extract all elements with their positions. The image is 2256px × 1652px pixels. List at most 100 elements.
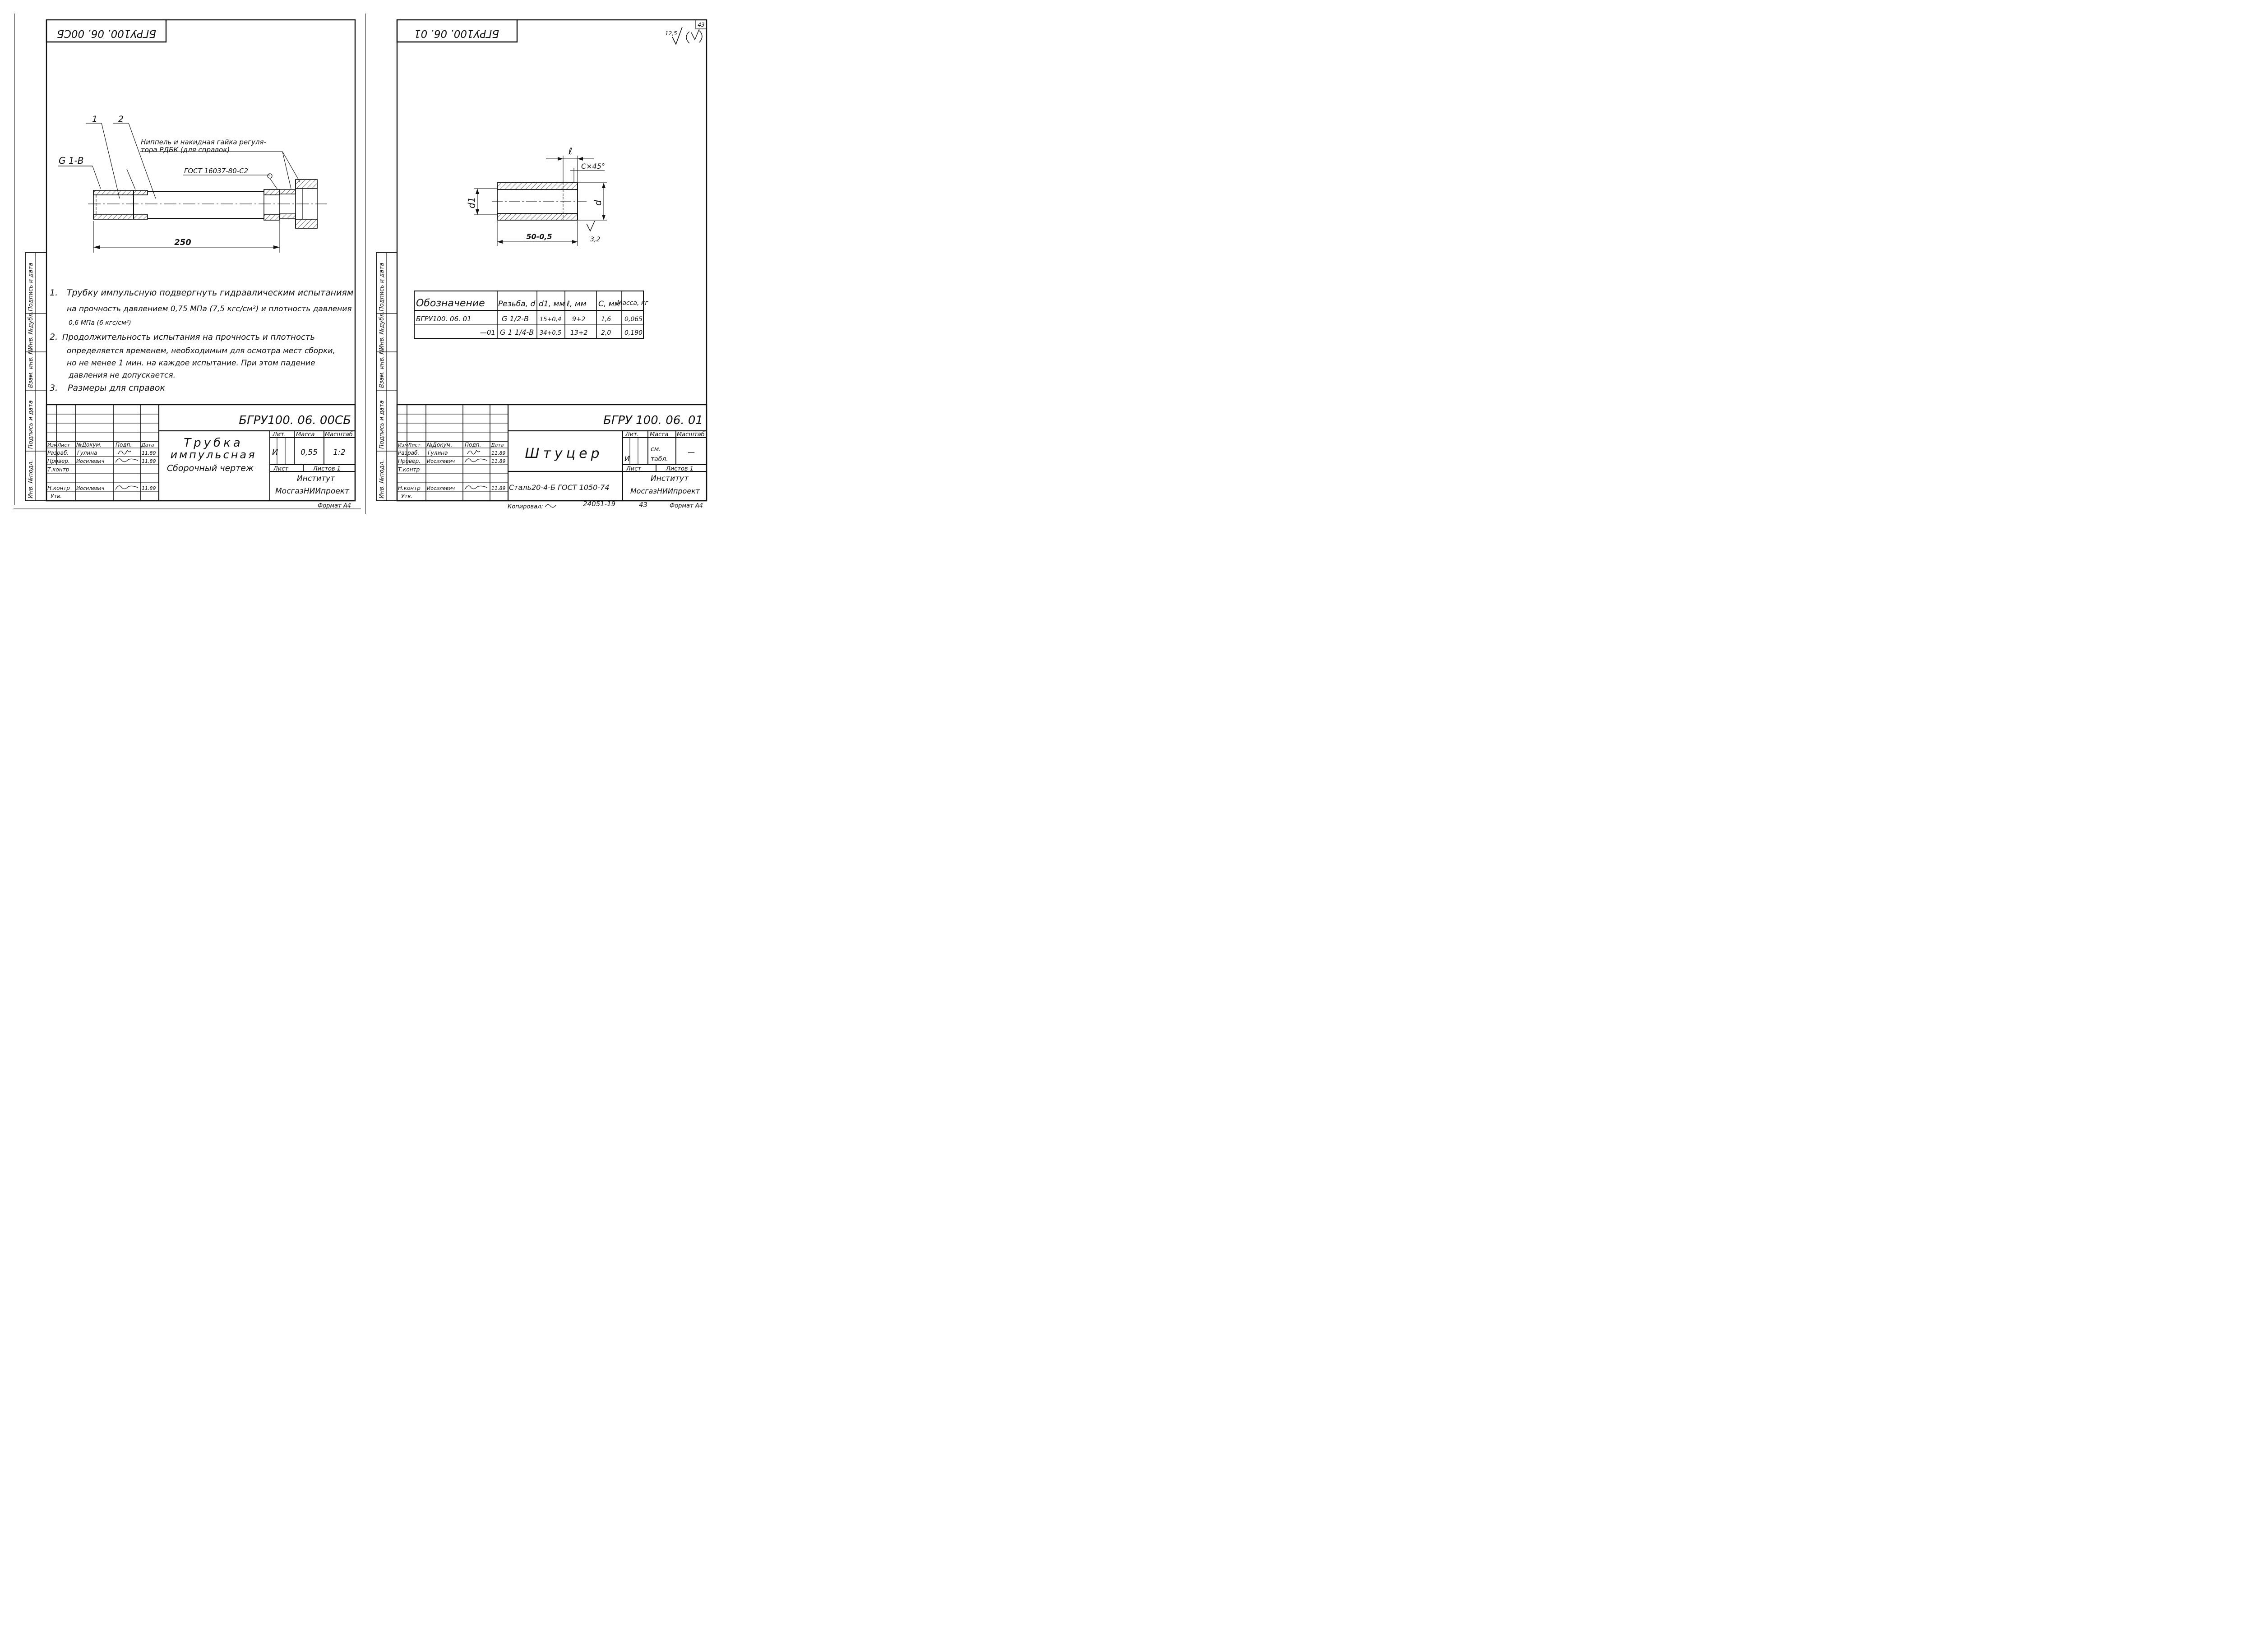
left-tb-signature-razrab [118,449,131,455]
right-tb-head-data: Дата [490,442,504,448]
left-tb-head-podp: Подп. [116,442,132,448]
right-tb-org-line2: МосгазНИИпроект [630,487,700,495]
left-format-label: Формат А4 [318,503,351,509]
right-tb-role-nkontr: Н.контр [398,485,421,491]
table-row-2-thread: G 1 1/4-B [500,328,534,337]
left-tb-list-label: Лист [273,466,288,472]
table-header-c: C, мм [598,300,620,309]
left-tb-masshtab-label: Масштаб [325,431,353,438]
left-tb-name-line2: импульсная [170,448,256,461]
technical-notes: 1. Трубку импульсную подвергнуть гидравл… [50,288,353,393]
right-bottom-page: 43 [639,501,647,509]
table-row-2-l: 13+2 [570,329,588,337]
right-tb-material: Сталь20-4-Б ГОСТ 1050-74 [509,483,610,492]
right-tb-masshtab-label: Масштаб [677,431,705,438]
table-row-2-c: 2,0 [601,329,611,337]
table-row-2-mass: 0,190 [624,329,643,337]
left-tb-name-prover: Иосилевич [76,458,105,464]
thread-label-g1b: G 1-B [59,155,84,166]
note-1-line-2: на прочность давлением 0,75 МПа (7,5 кгс… [67,305,352,314]
leader-label-2: 2 [118,114,124,124]
left-frame [46,19,356,502]
right-frame [396,19,707,502]
right-tb-role-utv: Утв. [401,493,412,499]
note-2-line-2: определяется временем, необходимым для о… [67,346,335,355]
right-tb-signature-nkontr [464,485,488,490]
right-side-label-vzam: Взам. инв. № [379,348,385,388]
left-tb-massa-value: 0,55 [300,448,318,457]
left-tb-listov-label: Листов 1 [313,466,341,472]
roughness-general-symbol: 12,5 [665,27,703,46]
left-side-strip: Подпись и дата Инв. №дубл. Взам. инв. № … [25,252,47,501]
left-side-label-podpis-2: Подпись и дата [28,400,34,449]
left-tb-role-tkontr: Т.контр [47,466,69,473]
right-side-label-dubl: Инв. №дубл. [379,311,385,350]
tube-drawing: 1 2 G 1-B Ниппель и накидная гайка регул… [58,114,327,253]
note-1-line-1: Трубку импульсную подвергнуть гидравличе… [67,288,353,298]
drawing-canvas: БГРУ100. 06. 00СБ Подпись и дата Инв. №д… [14,14,707,514]
right-tb-lit-label: Лит. [625,431,639,438]
table-row-2-d1: 34+0,5 [540,330,561,337]
table-header-d1: d1, мм [539,300,565,309]
right-tb-head-izm: Изм [398,442,408,448]
right-tb-role-razrab: Разраб. [398,450,419,456]
left-side-label-dubl: Инв. №дубл. [28,311,34,350]
left-top-stamp: БГРУ100. 06. 00СБ [57,28,156,39]
right-side-strip: Подпись и дата Инв. №дубл. Взам. инв. № … [376,252,398,501]
table-row-2-designation: —01 [480,328,495,337]
table-header-designation: Обозначение [416,298,485,309]
right-bottom-copied-signature [545,504,556,508]
left-tb-date-prover: 11.89 [142,458,156,464]
left-tb-role-utv: Утв. [51,493,62,499]
roughness-general-value: 12,5 [665,30,677,37]
right-tb-name-prover: Иосилевич [427,458,455,464]
table-header-thread: Резьба, d [498,300,535,309]
note-3-number: 3. [50,383,58,393]
right-tb-date-prover: 11.89 [491,458,506,464]
left-tb-org-line2: МосгазНИИпроект [275,487,350,496]
right-tb-head-ndoc: №Докум. [426,442,452,448]
parameter-table: Обозначение Резьба, d d1, мм ℓ, мм C, мм… [414,291,648,339]
right-tb-name: Штуцер [525,446,603,461]
left-tb-name-line1: Трубка [184,436,243,450]
right-sheet: БГРУ100. 06. 01 43 12,5 Подпись и дата И… [376,19,707,510]
left-tb-head-data: Дата [141,442,154,448]
nipple-note-line1: Ниппель и накидная гайка регуля- [141,138,266,146]
right-tb-head-list: Лист [407,442,421,448]
table-header-mass: Масса, кг [617,300,648,307]
right-tb-org-line1: Институт [651,474,689,483]
note-2-line-3: но не менее 1 мин. на каждое испытание. … [67,359,315,368]
right-tb-role-prover: Провер. [398,458,421,464]
right-tb-massa-value-line2: табл. [651,456,668,463]
right-bottom-number: 24051-19 [583,500,615,508]
left-tb-role-prover: Провер. [47,458,70,464]
right-bottom-copied: Копировал: [508,503,543,510]
left-tb-masshtab-value: 1:2 [333,448,345,457]
right-page-number: 43 [698,22,704,28]
right-tb-lit-value: И [624,454,630,463]
table-row-1-mass: 0,065 [624,316,643,323]
left-tb-date-razrab: 11.89 [142,450,156,456]
dimension-250: 250 [174,238,191,247]
right-tb-name-nkontr: Иосилевич [427,485,455,491]
right-tb-signature-prover [464,458,488,463]
left-tb-name-nkontr: Иосилевич [76,485,105,491]
note-1-line-3: 0,6 МПа (6 кгс/см²) [69,319,131,327]
left-title-block: БГРУ100. 06. 00СБ Трубка импульсная Сбор… [46,404,356,502]
dimension-d: d [592,200,603,206]
table-row-1-thread: G 1/2-B [502,314,529,323]
dimension-50: 50-0,5 [526,232,552,241]
left-side-label-vzam: Взам. инв. № [28,348,34,388]
gost-weld-label: ГОСТ 16037-80-С2 [184,167,248,175]
right-side-label-podl: Инв. №подл. [379,460,385,498]
left-tb-org-line1: Институт [297,474,335,483]
table-header-l: ℓ, мм [566,300,587,309]
left-tb-lit-label: Лит. [272,431,286,438]
right-tb-massa-value-line1: см. [651,446,661,453]
right-tb-head-podp: Подп. [465,442,481,448]
left-side-label-podpis-1: Подпись и дата [28,263,34,311]
left-tb-role-nkontr: Н.контр [47,485,70,491]
nipple-note-line2: тора РДБК (для справок) [141,146,230,154]
left-tb-head-izm: Изм [47,442,57,448]
fitting-drawing: d1 d ℓ C×45° 50-0,5 [466,146,607,246]
